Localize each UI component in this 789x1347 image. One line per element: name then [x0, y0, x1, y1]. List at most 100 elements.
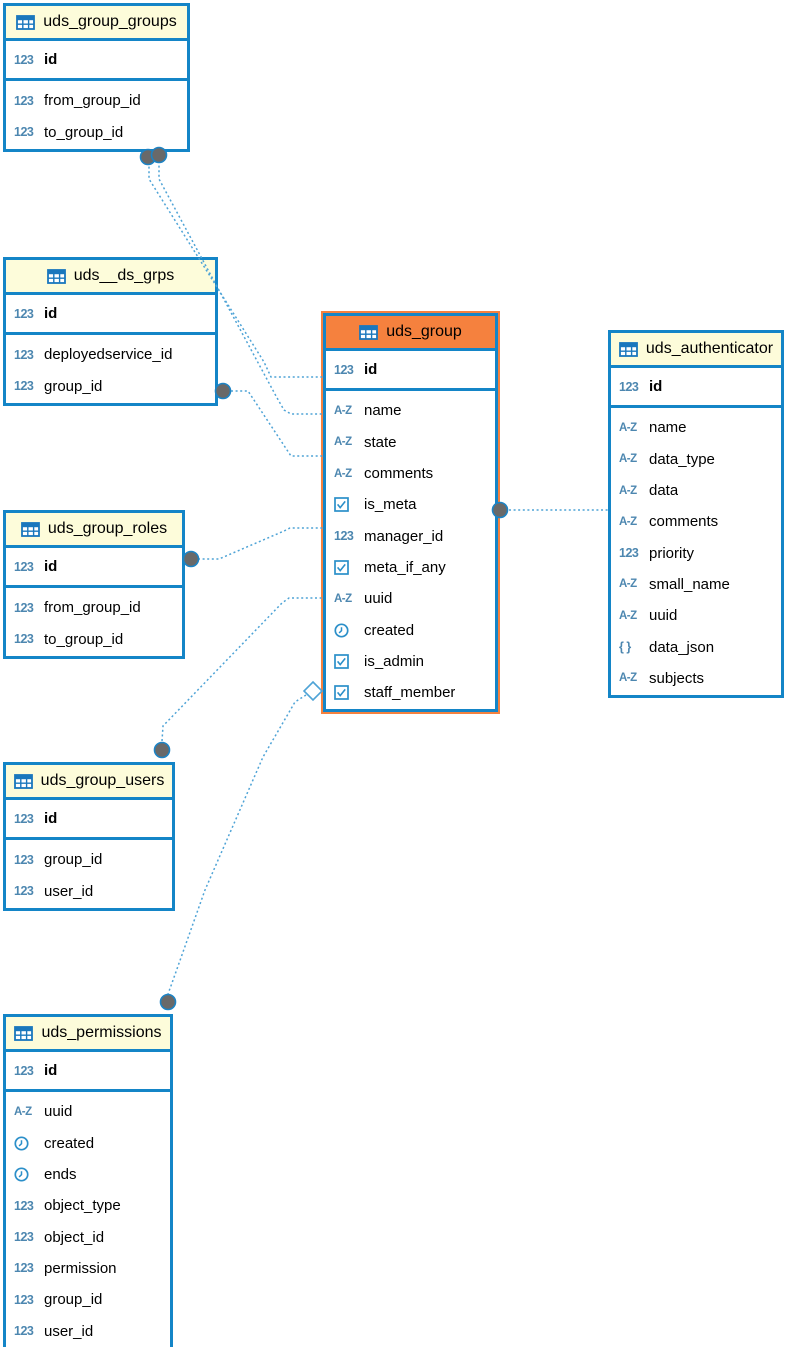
string-type-icon: A-Z: [619, 672, 637, 685]
column-comments[interactable]: A-Z comments: [326, 458, 495, 489]
number-type-icon: 123: [619, 546, 639, 561]
entity-header[interactable]: uds_group_groups: [6, 6, 187, 41]
table-icon: [359, 324, 379, 340]
column-label: permission: [44, 1259, 117, 1277]
column-label: id: [44, 558, 58, 576]
column-label: is_admin: [364, 652, 425, 670]
column-label: uuid: [364, 590, 393, 608]
table-icon: [46, 268, 66, 284]
column-label: small_name: [649, 575, 730, 593]
column-id[interactable]: 123 id: [6, 551, 182, 582]
column-data_json[interactable]: { }data_json: [611, 631, 781, 662]
column-label: name: [649, 419, 687, 437]
column-label: meta_if_any: [364, 558, 446, 576]
number-type-icon: 123: [14, 1063, 34, 1078]
column-label: to_group_id: [44, 123, 124, 141]
string-type-icon: A-Z: [334, 467, 352, 480]
number-type-icon: 123: [14, 852, 34, 867]
column-created[interactable]: created: [6, 1128, 170, 1159]
number-type-icon: 123: [14, 632, 34, 647]
entity-header[interactable]: uds_group: [326, 316, 495, 351]
number-type-icon: 123: [14, 1198, 34, 1213]
primary-key-section: 123 id: [6, 548, 182, 589]
entity-title: uds_group_groups: [43, 13, 177, 30]
column-label: object_id: [44, 1228, 105, 1246]
column-label: comments: [364, 465, 434, 483]
column-label: name: [364, 402, 402, 420]
number-type-icon: 123: [14, 559, 34, 574]
column-label: data_type: [649, 450, 715, 468]
column-is_admin[interactable]: is_admin: [326, 646, 495, 677]
column-ends[interactable]: ends: [6, 1159, 170, 1190]
column-staff_member[interactable]: staff_member: [326, 677, 495, 708]
column-to_group_id[interactable]: 123 to_group_id: [6, 117, 187, 148]
column-label: user_id: [44, 882, 94, 900]
column-label: from_group_id: [44, 599, 141, 617]
diamond-connector: [302, 680, 324, 702]
entity-header[interactable]: uds_group_users: [6, 765, 172, 800]
column-is_meta[interactable]: is_meta: [326, 489, 495, 520]
column-name[interactable]: A-Z name: [326, 395, 495, 426]
entity-title: uds_group_users: [40, 772, 165, 789]
string-type-icon: A-Z: [619, 484, 637, 497]
column-created[interactable]: created: [326, 614, 495, 645]
column-label: state: [364, 433, 397, 451]
number-type-icon: 123: [14, 125, 34, 140]
column-meta_if_any[interactable]: meta_if_any: [326, 552, 495, 583]
table-icon: [14, 1025, 34, 1041]
table-icon: [618, 341, 638, 357]
entity-header[interactable]: uds_permissions: [6, 1017, 170, 1052]
entity-header[interactable]: uds_authenticator: [611, 333, 781, 368]
string-type-icon: A-Z: [334, 404, 352, 417]
number-type-icon: 123: [334, 529, 354, 544]
number-type-icon: 123: [14, 347, 34, 362]
entity-header[interactable]: uds_group_roles: [6, 513, 182, 548]
entity-title: uds_group_roles: [47, 520, 168, 537]
number-type-icon: 123: [14, 811, 34, 826]
number-type-icon: 123: [14, 93, 34, 108]
entity-header[interactable]: uds__ds_grps: [6, 260, 215, 295]
